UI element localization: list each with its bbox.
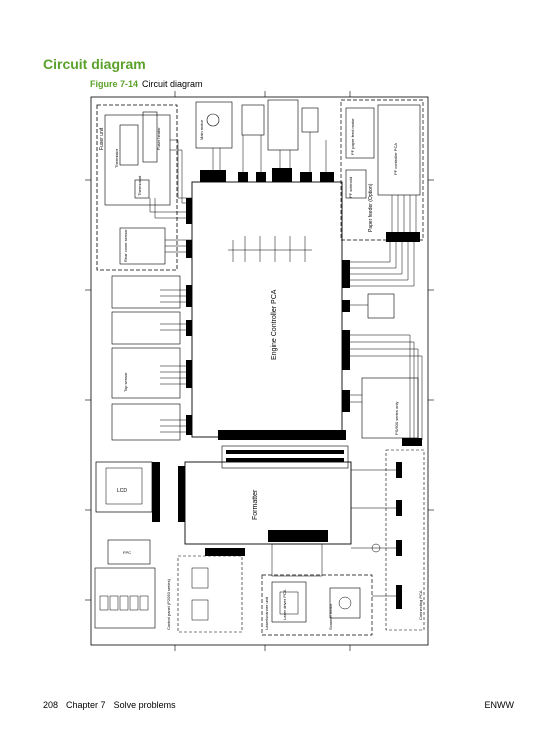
fpc-label: FPC bbox=[123, 550, 131, 555]
top-components: Main motor bbox=[195, 99, 327, 172]
main-motor-label: Main motor bbox=[199, 119, 204, 140]
connecting-pca-label: Connecting PCA bbox=[418, 590, 423, 620]
scanner-motor-label: Scanner motor bbox=[328, 603, 333, 630]
footer-left: 208 Chapter 7 Solve problems bbox=[43, 700, 176, 710]
paper-feeder-label: Paper feeder (Option) bbox=[368, 183, 374, 232]
chapter-label: Chapter 7 bbox=[66, 700, 106, 710]
lcd-label: LCD bbox=[117, 488, 127, 494]
formatter-label: Formatter bbox=[252, 489, 259, 520]
left-sensor-boxes: Top sensor bbox=[111, 275, 186, 441]
heater-label: Fuser heater bbox=[156, 127, 161, 150]
laser-scanner-unit: Laser/scanner unit Laser driver PCA Scan… bbox=[261, 543, 373, 636]
footer-brand: ENWW bbox=[484, 700, 515, 710]
page-number: 208 bbox=[43, 700, 59, 710]
right-components: PS/600 series only bbox=[350, 293, 423, 446]
formatter: Formatter bbox=[178, 445, 352, 545]
section-title: Circuit diagram bbox=[43, 56, 146, 72]
fuser-unit-label: Fuser unit bbox=[99, 127, 105, 150]
laser-pca-label: Laser driver PCA bbox=[282, 589, 287, 620]
chapter-title: Solve problems bbox=[113, 700, 176, 710]
pcb-note-label: PS/600 series only bbox=[394, 402, 399, 435]
rear-sensor-label: Rear cover sensor bbox=[123, 229, 128, 262]
engine-controller-label: Engine Controller PCA bbox=[271, 289, 278, 360]
figure-number: Figure 7-14 bbox=[90, 79, 139, 89]
paper-feeder: PF controller PCA PF paper feed motor PF… bbox=[340, 99, 424, 287]
thermostat-label: Thermostat bbox=[137, 175, 142, 196]
connecting-pca: Connecting PCA bbox=[351, 449, 425, 631]
engine-controller-pca: Engine Controller PCA bbox=[186, 168, 350, 440]
figure-caption-text: Circuit diagram bbox=[142, 79, 203, 89]
top-sensor-label: Top sensor bbox=[123, 372, 128, 392]
frame-ticks bbox=[85, 91, 434, 651]
control-panel: LCD FPC Control panel (P2050 series) bbox=[94, 461, 245, 633]
fuser-unit: Fuser unit Thermistor Thermostat Fuser h… bbox=[96, 104, 178, 271]
pf-pca-label: PF controller PCA bbox=[393, 143, 398, 175]
pf-clutch-label: PF solenoid bbox=[348, 177, 353, 198]
control-panel-label: Control panel (P2050 series) bbox=[166, 578, 171, 630]
thermistor-label: Thermistor bbox=[114, 148, 119, 168]
diagram-frame bbox=[90, 96, 429, 646]
laser-scanner-label: Laser/scanner unit bbox=[264, 596, 269, 630]
fuser-wires bbox=[149, 139, 192, 253]
pf-motor-label: PF paper feed motor bbox=[350, 118, 355, 155]
